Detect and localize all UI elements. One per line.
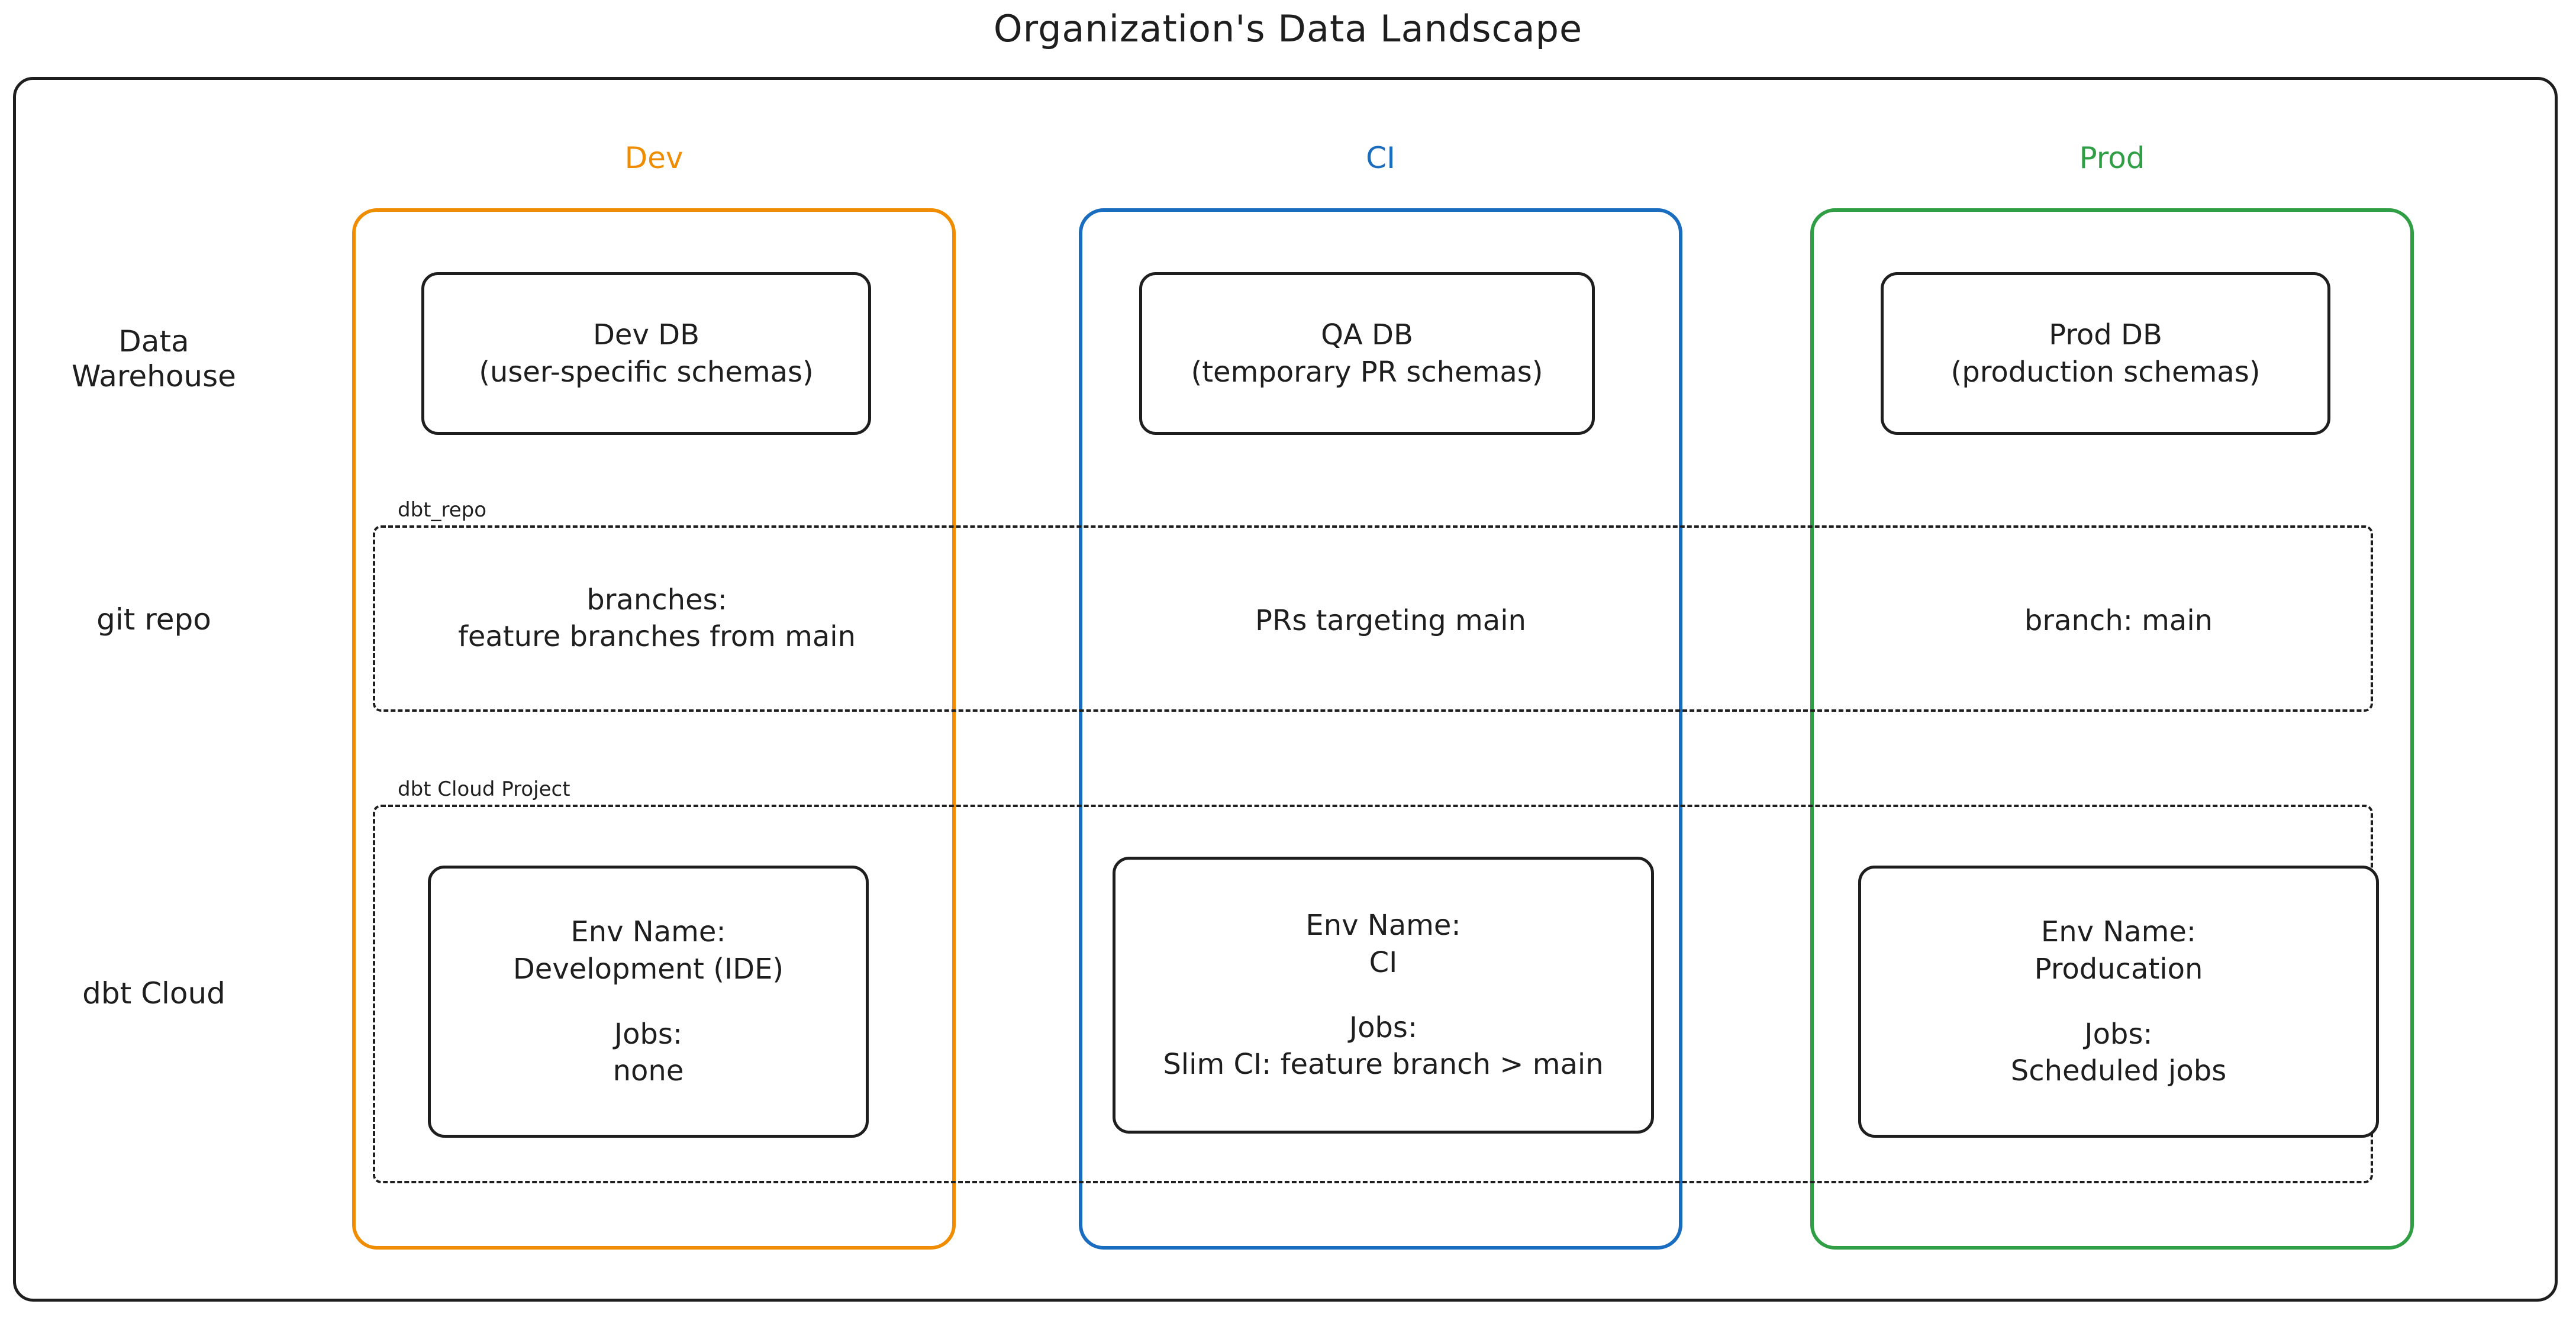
git-cell-line-1: branch: main xyxy=(2024,604,2213,637)
env-name-value: Development (IDE) xyxy=(512,952,784,986)
row-label-line-1: dbt Cloud xyxy=(82,976,225,1011)
git-cell-dev: branches: feature branches from main xyxy=(373,582,941,656)
git-cell-line-2: feature branches from main xyxy=(457,620,856,654)
git-cell-line-1: PRs targeting main xyxy=(1255,604,1526,637)
jobs-value: none xyxy=(612,1054,684,1088)
row-label-dbt-cloud: dbt Cloud xyxy=(24,976,284,1011)
node-title: Dev DB xyxy=(592,318,700,352)
env-name-value: Producation xyxy=(2034,952,2203,986)
jobs-label: Jobs: xyxy=(1349,1011,1418,1044)
jobs-value: Slim CI: feature branch > main xyxy=(1163,1048,1604,1082)
env-column-ci xyxy=(1079,208,1682,1250)
row-label-git-repo: git repo xyxy=(24,602,284,637)
node-dbt-env-ci[interactable]: Env Name: CI Jobs: Slim CI: feature bran… xyxy=(1113,857,1654,1134)
jobs-label: Jobs: xyxy=(614,1018,683,1051)
node-dev-db[interactable]: Dev DB (user-specific schemas) xyxy=(421,272,871,435)
git-cell-prod: branch: main xyxy=(1835,602,2403,639)
env-name-value: CI xyxy=(1369,945,1398,979)
git-cell-line-1: branches: xyxy=(586,583,727,616)
node-qa-db[interactable]: QA DB (temporary PR schemas) xyxy=(1139,272,1595,435)
column-header-dev: Dev xyxy=(624,141,684,175)
env-column-dev xyxy=(352,208,956,1250)
env-name-label: Env Name: xyxy=(570,915,726,949)
page-title: Organization's Data Landscape xyxy=(993,7,1583,50)
group-label-dbt-repo: dbt_repo xyxy=(391,498,494,522)
outer-frame xyxy=(13,77,2558,1302)
env-name-label: Env Name: xyxy=(2040,915,2197,949)
node-dbt-env-prod[interactable]: Env Name: Producation Jobs: Scheduled jo… xyxy=(1858,866,2379,1138)
column-header-prod: Prod xyxy=(2079,141,2145,175)
jobs-label: Jobs: xyxy=(2084,1018,2153,1051)
node-prod-db[interactable]: Prod DB (production schemas) xyxy=(1881,272,2330,435)
node-subtitle: (production schemas) xyxy=(1950,355,2261,389)
node-dbt-env-dev[interactable]: Env Name: Development (IDE) Jobs: none xyxy=(428,866,869,1138)
git-cell-ci: PRs targeting main xyxy=(1107,602,1675,639)
node-title: QA DB xyxy=(1321,318,1413,352)
group-label-dbt-cloud-project: dbt Cloud Project xyxy=(391,777,578,801)
row-label-line-1: git repo xyxy=(96,602,211,637)
group-dbt-repo xyxy=(373,525,2373,712)
row-label-line-1: Data xyxy=(118,324,189,359)
row-label-data-warehouse: Data Warehouse xyxy=(24,324,284,394)
node-title: Prod DB xyxy=(2049,318,2162,352)
jobs-value: Scheduled jobs xyxy=(2010,1054,2227,1088)
env-name-label: Env Name: xyxy=(1305,909,1461,942)
column-header-ci: CI xyxy=(1366,141,1395,175)
node-subtitle: (user-specific schemas) xyxy=(479,355,814,389)
env-column-prod xyxy=(1810,208,2414,1250)
row-label-line-2: Warehouse xyxy=(72,359,236,393)
node-subtitle: (temporary PR schemas) xyxy=(1191,355,1543,389)
